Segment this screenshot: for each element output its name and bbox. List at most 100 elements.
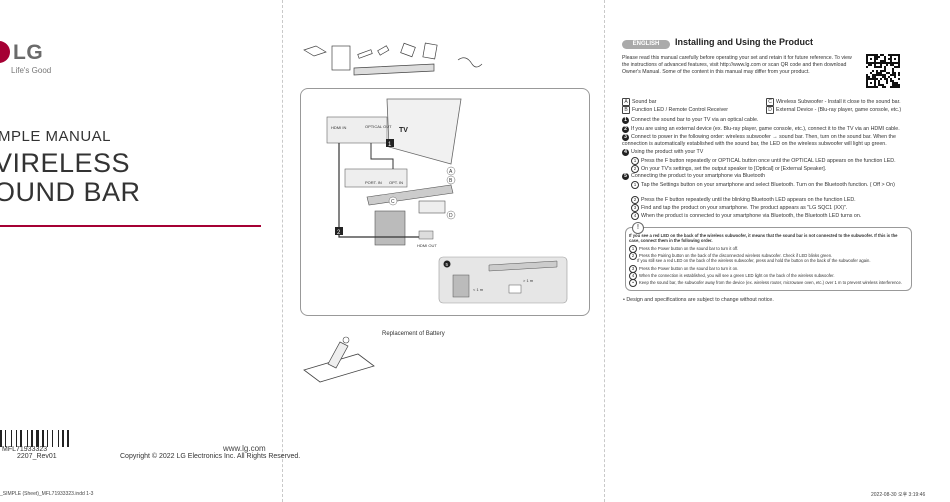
label-opt-in: OPT. IN (389, 180, 403, 185)
qr-module (876, 70, 878, 72)
component-d-letter: D (766, 106, 774, 114)
battery-caption: Replacement of Battery (382, 331, 445, 337)
qr-module (866, 54, 868, 56)
qr-module (890, 56, 892, 58)
qr-module (866, 60, 868, 62)
step-4-number: 4 (622, 149, 629, 156)
qr-module (868, 78, 870, 80)
hdmi-cable (338, 143, 419, 238)
qr-module (880, 64, 882, 66)
cable-icon (457, 57, 483, 68)
soundbar-icon (353, 63, 435, 76)
note-item-2-text: Press the Pairing button on the back of … (639, 253, 833, 258)
qr-module (884, 58, 886, 60)
qr-module (896, 84, 898, 86)
barcode-bar (62, 430, 64, 447)
qr-module (894, 84, 896, 86)
step-5-sub-4-number: 4 (631, 212, 639, 220)
barcode-bar (31, 430, 33, 447)
qr-module (876, 72, 878, 74)
qr-code (866, 54, 900, 88)
qr-module (874, 54, 876, 56)
external-device-drawing (418, 200, 446, 214)
lg-logo-icon (0, 41, 10, 63)
label-distance-1: < 1 m (473, 287, 484, 292)
manual-type: MPLE MANUAL (0, 128, 112, 145)
step1-label: 1 (388, 142, 392, 148)
title-underline (0, 225, 261, 227)
qr-module (880, 70, 882, 72)
qr-module (870, 54, 872, 56)
qr-module (882, 62, 884, 64)
step-5-number: 5 (622, 173, 629, 180)
barcode-bar (58, 430, 59, 447)
hdmi-out-port (418, 230, 434, 240)
qr-module (886, 64, 888, 66)
barcode-bar (45, 430, 46, 447)
qr-module (890, 62, 892, 64)
qr-module (874, 80, 876, 82)
barcode-bar (54, 430, 57, 447)
optical-cable (370, 143, 394, 169)
qr-module (886, 62, 888, 64)
lg-logo: LG Life's Good (0, 41, 60, 81)
remote-icon (357, 49, 373, 59)
qr-module (890, 74, 892, 76)
barcode-bar (11, 430, 12, 447)
component-c-text: Wireless Subwoofer - Install it close to… (776, 99, 901, 105)
qr-module (896, 82, 898, 84)
qr-module (898, 74, 900, 76)
subwoofer-icon (331, 45, 351, 71)
qr-module (870, 64, 872, 66)
tagline: Life's Good (11, 66, 52, 75)
label-distance-2: > 1 m (523, 278, 534, 283)
step-1-number: 1 (622, 117, 629, 124)
qr-module (870, 78, 872, 80)
barcode-bar (42, 430, 44, 447)
barcode-bar (27, 430, 28, 447)
inset-subwoofer (452, 274, 470, 298)
marker-b-label: B (449, 178, 453, 184)
qr-module (874, 82, 876, 84)
qr-module (884, 66, 886, 68)
qr-module (882, 74, 884, 76)
step-2-number: 2 (622, 126, 629, 133)
tv-icon (386, 98, 462, 165)
qr-module (898, 60, 900, 62)
qr-module (866, 74, 868, 76)
marker-d-label: D (449, 213, 453, 219)
battery-replacement-drawing (303, 336, 375, 383)
qr-module (868, 54, 870, 56)
barcode-bar (52, 430, 53, 447)
qr-module (884, 76, 886, 78)
fold-line-2 (604, 0, 605, 502)
spec-notice-text: Design and specifications are subject to… (626, 297, 774, 303)
qr-module (872, 76, 874, 78)
qr-module (874, 60, 876, 62)
note-item-1-text: Press the Power button on the sound bar … (639, 246, 739, 251)
qr-module (882, 60, 884, 62)
marker-c-label: C (391, 199, 395, 205)
step-5-sub-1-text: Tap the Settings button on your smartpho… (641, 182, 895, 188)
qr-module (890, 86, 892, 88)
qr-module (882, 76, 884, 78)
qr-module (872, 74, 874, 76)
step-5-sub-3-text: Find and tap the product on your smartph… (641, 205, 848, 211)
barcode-bar (0, 430, 2, 447)
qr-module (874, 58, 876, 60)
intro-text: Please read this manual carefully before… (622, 55, 852, 75)
qr-module (888, 54, 890, 56)
qr-module (880, 78, 882, 80)
qr-module (886, 80, 888, 82)
qr-module (882, 84, 884, 86)
marker-d (446, 210, 456, 220)
qr-module (876, 54, 878, 56)
barcode-bar (36, 430, 39, 447)
qr-module (884, 62, 886, 64)
label-tv: TV (399, 127, 408, 134)
